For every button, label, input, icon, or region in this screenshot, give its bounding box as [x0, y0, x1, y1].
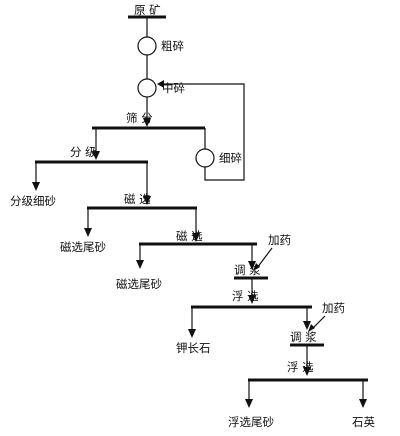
fine-crusher-circle [195, 148, 215, 168]
flotation-2-feed-arrow [303, 367, 311, 376]
conditioning-1-label: 调 浆 [234, 263, 261, 277]
conditioning-1-feed-arrow [248, 261, 256, 270]
flotation-1-label: 浮 选 [232, 289, 259, 303]
flotation-1-feed-arrow [248, 295, 256, 304]
reagent-1-label: 加药 [268, 233, 291, 247]
fine-crush-label: 细碎 [219, 151, 242, 165]
mag-sep-1-feed-arrow [143, 196, 151, 205]
k-feldspar-label: 钾长石 [176, 341, 211, 355]
quartz-label: 石英 [352, 415, 375, 429]
classification-label: 分 级 [70, 145, 97, 159]
feed-label: 原 矿 [134, 3, 161, 17]
mag-sep-1-label: 磁 选 [124, 192, 151, 206]
mag-tailings-1-label: 磁选尾砂 [60, 240, 106, 254]
classified-fines-label: 分级细砂 [10, 194, 56, 208]
reagent-2-label: 加药 [322, 301, 345, 315]
medium-crusher-circle [137, 78, 157, 98]
mag-tailings-1-arrow [84, 228, 92, 237]
mag-tailings-2-label: 磁选尾砂 [116, 277, 162, 291]
medium-crush-label: 中碎 [162, 81, 185, 95]
flotation-tailings-label: 浮选尾砂 [228, 415, 274, 429]
fine-crush-return-arrow [157, 80, 164, 88]
fine-crush-return-line [159, 83, 245, 181]
reagent-2-arrow [308, 324, 315, 332]
mag-sep-2-feed-arrow [192, 233, 200, 242]
reagent-2-line [311, 315, 326, 330]
quartz-arrow [359, 399, 367, 408]
reagent-1-line [256, 247, 273, 269]
flotation-tailings-arrow [245, 399, 253, 408]
conditioning-2-label: 调 浆 [290, 330, 317, 344]
screen-feed-arrow [143, 118, 151, 127]
coarse-crusher-circle [137, 36, 157, 56]
mag-sep-2-label: 磁 选 [176, 229, 203, 243]
classified-fines-arrow [32, 182, 40, 191]
flotation-2-label: 浮 选 [287, 360, 314, 374]
conditioning-2-feed-arrow [303, 321, 311, 330]
k-feldspar-arrow [188, 329, 196, 338]
classification-feed-arrow [92, 151, 100, 160]
mag-tailings-2-arrow [136, 260, 144, 269]
reagent-1-arrow [253, 263, 260, 271]
coarse-crush-label: 粗碎 [161, 39, 184, 53]
screening-label: 筛 分 [126, 111, 153, 125]
